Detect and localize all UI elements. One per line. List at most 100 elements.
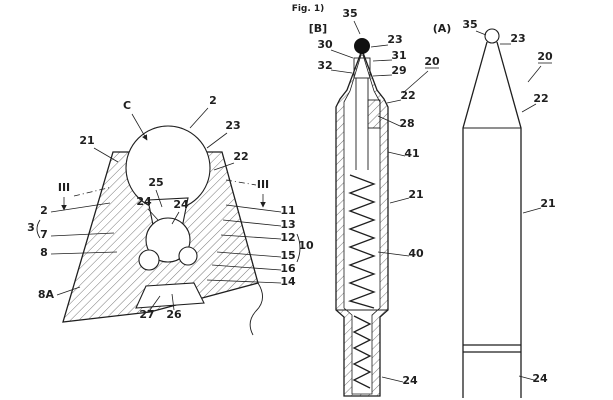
- leader-line-22: [213, 162, 235, 171]
- leader-line-13: [222, 219, 282, 227]
- callout-label-40: 40: [408, 247, 424, 260]
- leader-line-20: [402, 70, 429, 94]
- callout-label-3: 3: [27, 221, 35, 234]
- callout-label-31: 31: [391, 49, 406, 62]
- callout-label-41: 41: [404, 147, 419, 160]
- small-bore-right: [178, 246, 198, 266]
- valve-seat: [353, 57, 371, 79]
- pedestal: [135, 282, 205, 309]
- callout-label-2: 2: [40, 204, 48, 217]
- leader-line-8A: [56, 286, 81, 296]
- inner-chamber: [145, 217, 191, 263]
- section-line-right: [225, 179, 257, 186]
- callout-label-8: 8: [40, 246, 48, 259]
- leader-line-21: [93, 147, 119, 163]
- callout-label-21: 21: [540, 197, 555, 210]
- leader-line-31: [372, 59, 393, 62]
- callout-label-21: 21: [408, 188, 423, 201]
- callout-label-C: C: [123, 99, 131, 112]
- callout-label-13: 13: [280, 218, 295, 231]
- callout-label-30: 30: [317, 38, 333, 51]
- callout-label-26: 26: [166, 308, 182, 321]
- leader-line-22: [386, 99, 402, 104]
- callout-label-28: 28: [399, 117, 414, 130]
- callout-label-11: 11: [280, 204, 295, 217]
- leader-line-14: [206, 279, 282, 284]
- callout-label-15: 15: [280, 249, 295, 262]
- leader-line-24: [381, 376, 404, 383]
- callout-label-32: 32: [317, 59, 332, 72]
- leader-line-2: [50, 202, 111, 213]
- leader-line-15: [216, 251, 282, 258]
- leader-line-2: [189, 107, 209, 129]
- leader-line-16: [211, 264, 282, 271]
- spring-upper: [347, 174, 376, 309]
- callout-label-16: 16: [280, 262, 296, 275]
- callout-label-III: III: [58, 181, 70, 194]
- tip-ball-outline: [484, 28, 500, 44]
- leader-line-41: [387, 151, 406, 157]
- view-label-a: (A): [433, 22, 452, 35]
- leader-line-32: [330, 69, 353, 74]
- leader-line-23: [370, 44, 389, 48]
- callout-label-27: 27: [139, 308, 154, 321]
- brace-10: [296, 233, 301, 263]
- callout-label-14: 14: [280, 275, 296, 288]
- view-label-b: [B]: [309, 22, 327, 35]
- callout-label-24: 24: [402, 374, 418, 387]
- callout-label-III: III: [257, 178, 269, 191]
- small-bore-left: [138, 249, 160, 271]
- callout-label-20: 20: [424, 55, 440, 68]
- leader-line-8: [50, 251, 118, 255]
- callout-label-24: 24: [173, 198, 189, 211]
- callout-label-24: 24: [532, 372, 548, 385]
- callout-label-23: 23: [387, 33, 402, 46]
- leader-line-35: [475, 30, 487, 36]
- callout-label-24: 24: [136, 195, 152, 208]
- leader-line-26: [171, 293, 175, 311]
- callout-label-21: 21: [79, 134, 94, 147]
- callout-label-25: 25: [148, 176, 163, 189]
- callout-label-8A: 8A: [38, 288, 55, 301]
- leader-line-22: [521, 103, 537, 113]
- leader-line-C: [131, 113, 148, 141]
- callout-label-35: 35: [342, 7, 357, 20]
- callout-label-20: 20: [537, 50, 553, 63]
- leader-line-30: [330, 49, 354, 59]
- leader-line-40: [377, 251, 410, 257]
- leader-line-21: [389, 197, 410, 204]
- leader-line-27: [149, 295, 161, 311]
- leader-line-11: [225, 204, 282, 213]
- leader-line-24: [147, 208, 159, 221]
- callout-label-23: 23: [510, 32, 525, 45]
- leader-line-28: [377, 115, 401, 127]
- leader-line-21: [522, 207, 542, 214]
- callout-label-23: 23: [225, 119, 240, 132]
- callout-label-22: 22: [533, 92, 548, 105]
- leader-line-23: [206, 132, 228, 149]
- leader-line-12: [220, 234, 282, 240]
- leader-line-24: [518, 375, 535, 381]
- figure-title: Fig. 1): [292, 4, 325, 14]
- callout-label-12: 12: [280, 231, 295, 244]
- leader-line-25: [155, 189, 163, 208]
- leader-line-29: [372, 74, 393, 77]
- callout-label-2: 2: [209, 94, 217, 107]
- leader-line-20: [527, 65, 542, 83]
- leader-line-7: [50, 232, 115, 237]
- spring-lower: [352, 315, 372, 389]
- leader-line-35: [353, 20, 361, 35]
- leader-line-24: [171, 211, 180, 225]
- insert-block: [367, 99, 381, 129]
- brace-3: [36, 219, 41, 239]
- ball-tip: [354, 38, 370, 54]
- callout-label-10: 10: [298, 239, 314, 252]
